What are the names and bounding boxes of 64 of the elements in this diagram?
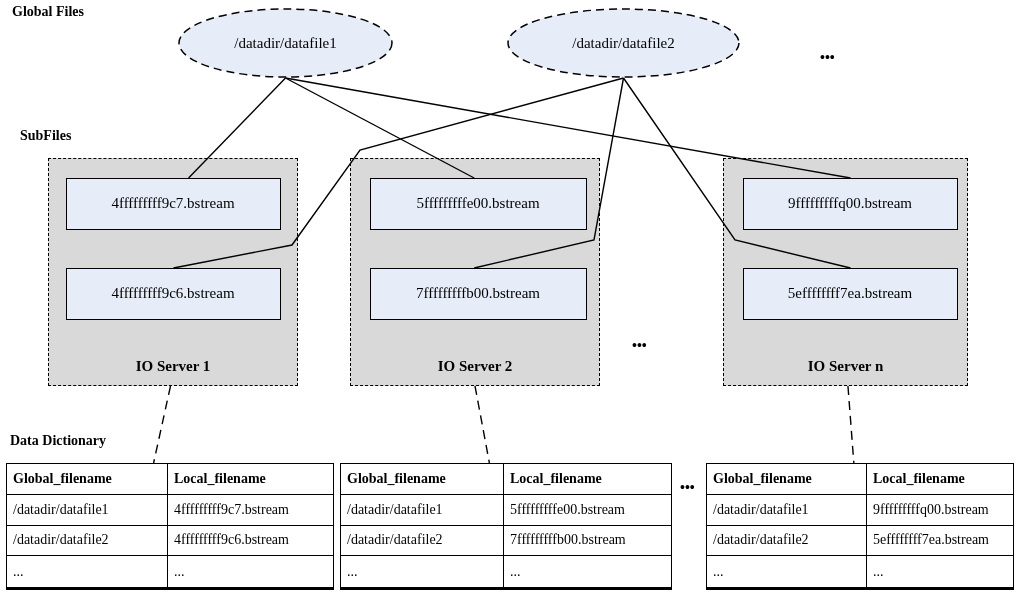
file-name: /datadir/datafile2 <box>572 34 675 52</box>
column-header: Local_filename <box>503 463 672 495</box>
server-box <box>723 158 968 386</box>
connector-line <box>473 77 625 269</box>
connector-line <box>284 77 475 179</box>
table-cell: ... <box>6 555 168 589</box>
server-label: IO Server 1 <box>134 358 212 375</box>
column-header: Local_filename <box>167 463 334 495</box>
subfile-box <box>742 267 958 320</box>
table-cell: 5effffffff7ea.bstream <box>866 525 1014 556</box>
dictionary-table <box>706 463 1014 590</box>
dictionary-table <box>6 463 334 590</box>
section-heading: SubFiles <box>20 128 72 144</box>
table-cell: ... <box>503 555 672 589</box>
table-cell: /datadir/datafile1 <box>706 494 867 526</box>
server-box <box>350 158 600 386</box>
connector-line <box>187 77 287 179</box>
table-cell: 7fffffffffb00.bstream <box>503 525 672 556</box>
file-ellipse <box>507 8 740 78</box>
table-cell: /datadir/datafile1 <box>340 494 504 526</box>
subfile-name: 7fffffffffb00.bstream <box>416 285 540 302</box>
file-ellipse <box>178 8 393 78</box>
file-name: /datadir/datafile1 <box>234 34 337 52</box>
column-header: Global_filename <box>6 463 168 495</box>
table-cell: 9fffffffffq00.bstream <box>866 494 1014 526</box>
dashed-connector <box>474 385 491 464</box>
subfile-box <box>369 267 587 320</box>
subfile-box <box>369 177 587 230</box>
server-label: IO Server n <box>806 358 885 375</box>
section-heading: Data Dictionary <box>10 433 107 449</box>
section-heading: Global Files <box>12 4 84 20</box>
column-header: Global_filename <box>340 463 504 495</box>
subfile-name: 9fffffffffq00.bstream <box>788 195 912 212</box>
table-cell: 4fffffffff9c7.bstream <box>167 494 334 526</box>
table-cell: 5fffffffffe00.bstream <box>503 494 672 526</box>
table-cell: ... <box>167 555 334 589</box>
table-cell: 4fffffffff9c6.bstream <box>167 525 334 556</box>
ellipsis: ••• <box>820 50 835 66</box>
column-header: Local_filename <box>866 463 1014 495</box>
subfile-name: 4fffffffff9c6.bstream <box>111 285 235 302</box>
subfile-name: 5fffffffffe00.bstream <box>416 195 540 212</box>
subfile-name: 4fffffffff9c7.bstream <box>111 195 235 212</box>
table-cell: /datadir/datafile2 <box>6 525 168 556</box>
subfile-name: 5effffffff7ea.bstream <box>787 285 913 302</box>
column-header: Global_filename <box>706 463 867 495</box>
ellipsis: ••• <box>680 480 695 496</box>
subfile-box <box>742 177 958 230</box>
table-cell: ... <box>866 555 1014 589</box>
ellipsis: ••• <box>632 338 647 354</box>
table-cell: /datadir/datafile2 <box>340 525 504 556</box>
table-cell: ... <box>340 555 504 589</box>
table-cell: /datadir/datafile1 <box>6 494 168 526</box>
table-cell: ... <box>706 555 867 589</box>
connector-line <box>622 77 852 269</box>
dashed-connector <box>152 385 172 464</box>
dashed-connector <box>847 385 855 464</box>
subfile-box <box>65 177 281 230</box>
connector-line <box>172 77 625 269</box>
dictionary-table <box>340 463 672 590</box>
server-label: IO Server 2 <box>436 358 514 375</box>
subfile-box <box>65 267 281 320</box>
connector-line <box>284 77 852 179</box>
server-box <box>48 158 298 386</box>
table-cell: /datadir/datafile2 <box>706 525 867 556</box>
